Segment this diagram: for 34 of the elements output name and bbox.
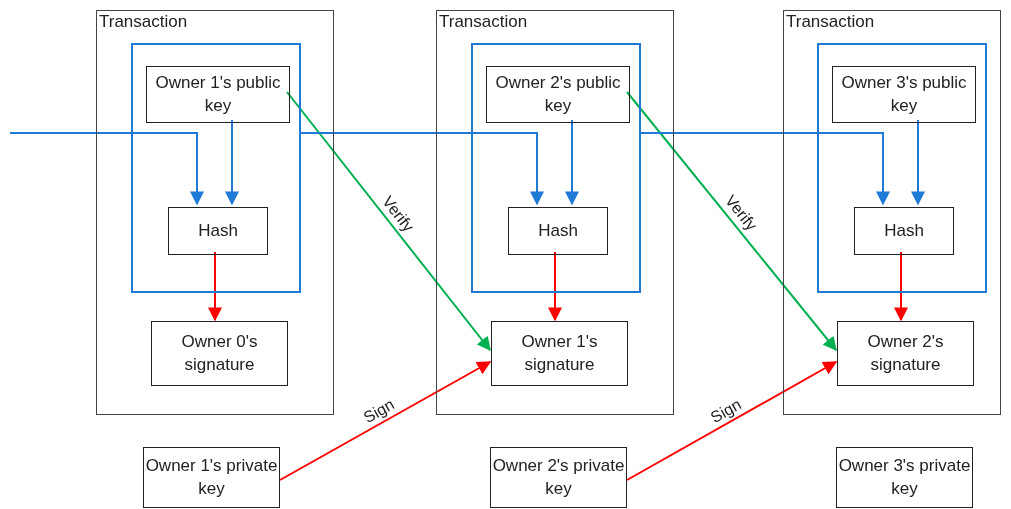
group-frame	[131, 43, 301, 293]
arrow	[626, 91, 837, 352]
arrow	[626, 361, 838, 481]
group-frame	[471, 43, 641, 293]
private-key-box: Owner 3's private key	[836, 447, 973, 508]
frame-title: Transaction	[99, 12, 188, 32]
public-key-box: Owner 2's public key	[486, 66, 630, 123]
public-key-box: Owner 3's public key	[832, 66, 976, 123]
signature-box: Owner 2's signature	[837, 321, 974, 386]
arrow	[299, 132, 544, 206]
group-frame	[817, 43, 987, 293]
public-key-box: Owner 1's public key	[146, 66, 290, 123]
transaction-frame	[783, 10, 1001, 415]
arrow	[208, 251, 222, 322]
frame-title: Transaction	[786, 12, 875, 32]
hash-box: Hash	[508, 207, 608, 255]
hash-box: Hash	[854, 207, 954, 255]
arrow	[639, 132, 890, 206]
arrow	[279, 361, 492, 481]
signature-box: Owner 1's signature	[491, 321, 628, 386]
arrow	[225, 119, 239, 206]
private-key-box: Owner 2's private key	[490, 447, 627, 508]
transaction-frame	[96, 10, 334, 415]
hash-box: Hash	[168, 207, 268, 255]
arrow	[9, 132, 204, 206]
transaction-frame	[436, 10, 674, 415]
arrow	[565, 119, 579, 206]
arrow	[911, 119, 925, 206]
arrow	[894, 251, 908, 322]
frame-title: Transaction	[439, 12, 528, 32]
arrow	[286, 91, 491, 352]
arrow	[548, 251, 562, 322]
private-key-box: Owner 1's private key	[143, 447, 280, 508]
signature-box: Owner 0's signature	[151, 321, 288, 386]
